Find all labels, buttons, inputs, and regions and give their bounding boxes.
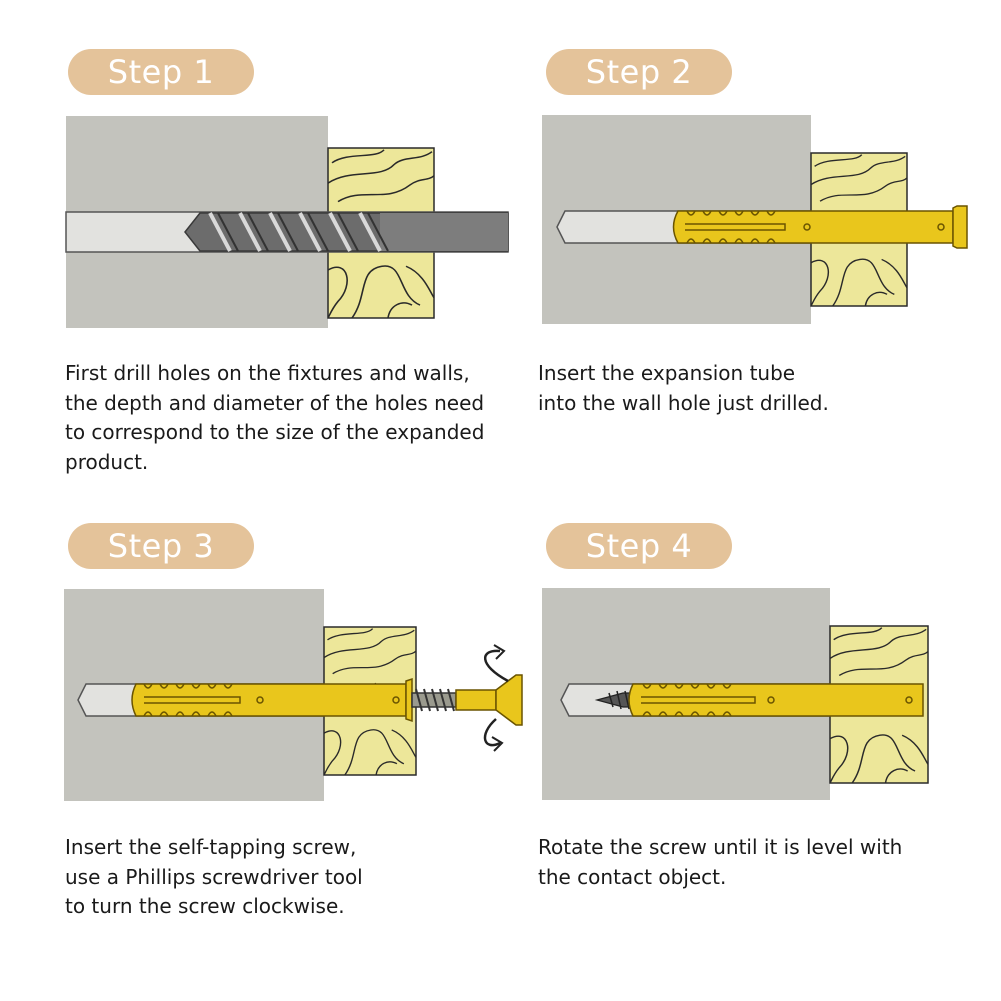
self-tapping-screw <box>411 674 523 726</box>
caption-line: First drill holes on the fixtures and wa… <box>65 361 470 385</box>
caption-line: to correspond to the size of the expande… <box>65 420 485 444</box>
caption-line: into the wall hole just drilled. <box>538 390 829 415</box>
step-3-illustration <box>64 589 523 801</box>
step-2-caption: Insert the expansion tube into the wall … <box>538 359 998 418</box>
caption-line: the depth and diameter of the holes need <box>65 390 485 415</box>
step-4-illustration <box>542 588 929 800</box>
rotate-clockwise-icon <box>483 644 509 752</box>
caption-line: use a Phillips screwdriver tool <box>65 864 363 889</box>
expansion-tube <box>131 677 413 723</box>
expansion-tube <box>628 683 924 717</box>
step-4-badge: Step 4 <box>546 523 732 569</box>
caption-line: to turn the screw clockwise. <box>65 894 345 918</box>
drill-bit <box>184 212 509 252</box>
caption-line: Insert the expansion tube <box>538 361 796 385</box>
step-1-badge: Step 1 <box>68 49 254 95</box>
step-1-caption: First drill holes on the fixtures and wa… <box>65 359 525 477</box>
step-3-caption: Insert the self-tapping screw, use a Phi… <box>65 833 525 922</box>
step-1-illustration <box>65 116 509 328</box>
caption-line: Insert the self-tapping screw, <box>65 835 357 859</box>
caption-line: product. <box>65 449 149 474</box>
expansion-tube <box>672 205 968 249</box>
step-3-badge: Step 3 <box>68 523 254 569</box>
step-2-illustration <box>542 115 968 324</box>
caption-line: the contact object. <box>538 864 727 889</box>
step-4-caption: Rotate the screw until it is level with … <box>538 833 998 892</box>
step-2-badge: Step 2 <box>546 49 732 95</box>
caption-line: Rotate the screw until it is level with <box>538 835 903 859</box>
